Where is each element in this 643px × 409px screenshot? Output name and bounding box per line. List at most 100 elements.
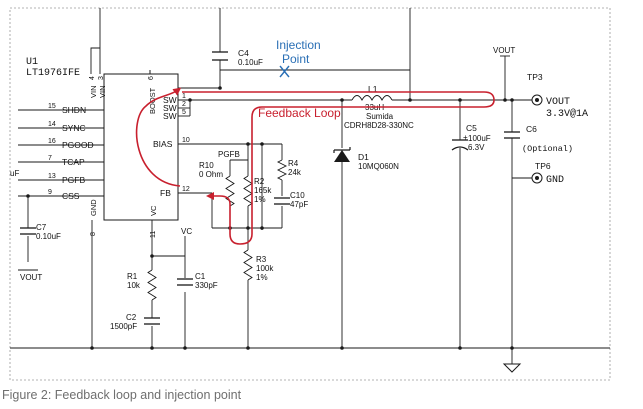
r1-ref: R1 [127, 272, 138, 281]
ground-icon [502, 363, 522, 373]
c2-ref: C2 [126, 313, 137, 322]
ic-u1-body [103, 73, 179, 221]
capacitor-c1 [177, 278, 193, 286]
test-point-tp3-icon [531, 94, 543, 106]
pin-num: 9 [48, 189, 52, 196]
pin-name-gnd: GND [89, 199, 98, 216]
injection-label-line1: Injection [276, 38, 321, 52]
pin-name-sw5: SW [163, 111, 177, 121]
capacitor-c10 [274, 197, 290, 205]
feedback-loop-label: Feedback Loop [258, 106, 341, 120]
pin-name-vc: VC [149, 205, 158, 216]
net-label-uf-stub: uF [10, 169, 19, 178]
pin-num: 10 [182, 137, 190, 144]
pin-name-sync: SYNC [62, 123, 86, 133]
d1-ref: D1 [358, 152, 369, 162]
c5-ref: C5 [466, 123, 477, 133]
c5-voltage: 6.3V [468, 143, 485, 152]
l1-ref: L1 [368, 84, 378, 94]
pin-num: 1 [182, 93, 186, 100]
inductor-l1 [351, 95, 393, 102]
net-label-vc: VC [181, 227, 192, 236]
r4-value: 24k [288, 168, 302, 177]
pin-name-pgfb: PGFB [62, 175, 85, 185]
r2-tol: 1% [254, 195, 266, 204]
c4-value: 0.10uF [238, 58, 263, 67]
pin-num: 13 [48, 173, 56, 180]
pin-num: 8 [90, 232, 97, 236]
resistor-r1 [147, 269, 157, 301]
pin-name-shdn: SHDN [62, 105, 86, 115]
c6-ref: C6 [526, 124, 537, 134]
r2-value: 165k [254, 186, 272, 195]
capacitor-c2 [144, 317, 160, 325]
capacitor-c7 [20, 227, 36, 235]
tp3-ref: TP3 [527, 72, 543, 82]
sheet-border [9, 7, 611, 381]
pin-name-vin-a: VIN [89, 85, 98, 98]
tp6-label: GND [546, 175, 564, 186]
c7-ref: C7 [36, 223, 47, 232]
figure-caption: Figure 2: Feedback loop and injection po… [2, 388, 242, 402]
c1-value: 330pF [195, 281, 218, 290]
test-point-tp6-icon [531, 172, 543, 184]
c10-value: 47pF [290, 200, 308, 209]
pin-name-bias: BIAS [153, 139, 173, 149]
r3-value: 100k [256, 264, 274, 273]
pin-num: 15 [48, 103, 56, 110]
l1-vendor: Sumida [366, 112, 394, 121]
c4-ref: C4 [238, 48, 249, 58]
r3-ref: R3 [256, 255, 267, 264]
pin-name-pgood: PGOOD [62, 140, 94, 150]
feedback-loop-path [135, 87, 495, 245]
pin-name-tcap: TCAP [62, 157, 85, 167]
pin-num: 16 [48, 138, 56, 145]
resistor-r3 [243, 249, 253, 281]
r10-ref: R10 [199, 161, 214, 170]
resistor-r4 [276, 159, 288, 181]
resistor-r10 [225, 175, 235, 207]
c7-value: 0.10uF [36, 232, 61, 241]
pin-num: 6 [148, 76, 155, 80]
pin-num: 14 [48, 121, 56, 128]
ic-part-label: LT1976IFE [26, 68, 80, 79]
l1-part: CDRH8D28-330NC [344, 121, 414, 130]
pin-num: 7 [48, 155, 52, 162]
r2-ref: R2 [254, 177, 265, 186]
pin-num: 3 [98, 76, 105, 80]
wires [10, 8, 610, 364]
c1-ref: C1 [195, 272, 206, 281]
d1-part: 10MQ060N [358, 162, 399, 171]
c10-ref: C10 [290, 191, 305, 200]
pin-name-fb: FB [160, 188, 171, 198]
pin-name-css: CSS [62, 191, 80, 201]
tp3-rating: 3.3V@1A [546, 108, 588, 120]
c5-value: 100uF [468, 134, 491, 143]
r3-tol: 1% [256, 273, 268, 282]
r10-value: 0 Ohm [199, 170, 223, 179]
junction-dots [26, 86, 514, 350]
c5-plus: + [463, 133, 468, 142]
net-label-pgfb: PGFB [218, 150, 240, 159]
resistor-r2 [243, 175, 253, 207]
pin-name-sw2: SW [163, 103, 177, 113]
tp6-ref: TP6 [535, 161, 551, 171]
capacitor-c5 [451, 139, 469, 151]
pin-num: 12 [182, 186, 190, 193]
ic-bottom-pins: GND 8 VC 11 [89, 199, 158, 238]
pin-num: 11 [150, 231, 157, 238]
ic-ref-label: U1 [26, 57, 38, 68]
diode-d1 [333, 147, 351, 162]
r1-value: 10k [127, 281, 141, 290]
capacitor-c6 [504, 131, 520, 139]
ic-right-pins: SW 1 SW 2 SW 5 BIAS 10 FB 12 [153, 93, 190, 198]
pin-num: 2 [182, 101, 186, 108]
pin-num: 4 [89, 76, 96, 80]
r4-ref: R4 [288, 159, 299, 168]
tp3-label: VOUT [546, 97, 570, 108]
injection-label-line2: Point [282, 52, 310, 66]
pin-name-vin-b: VIN [98, 85, 107, 98]
c6-note: (Optional) [522, 144, 573, 154]
pin-name-sw1: SW [163, 95, 177, 105]
